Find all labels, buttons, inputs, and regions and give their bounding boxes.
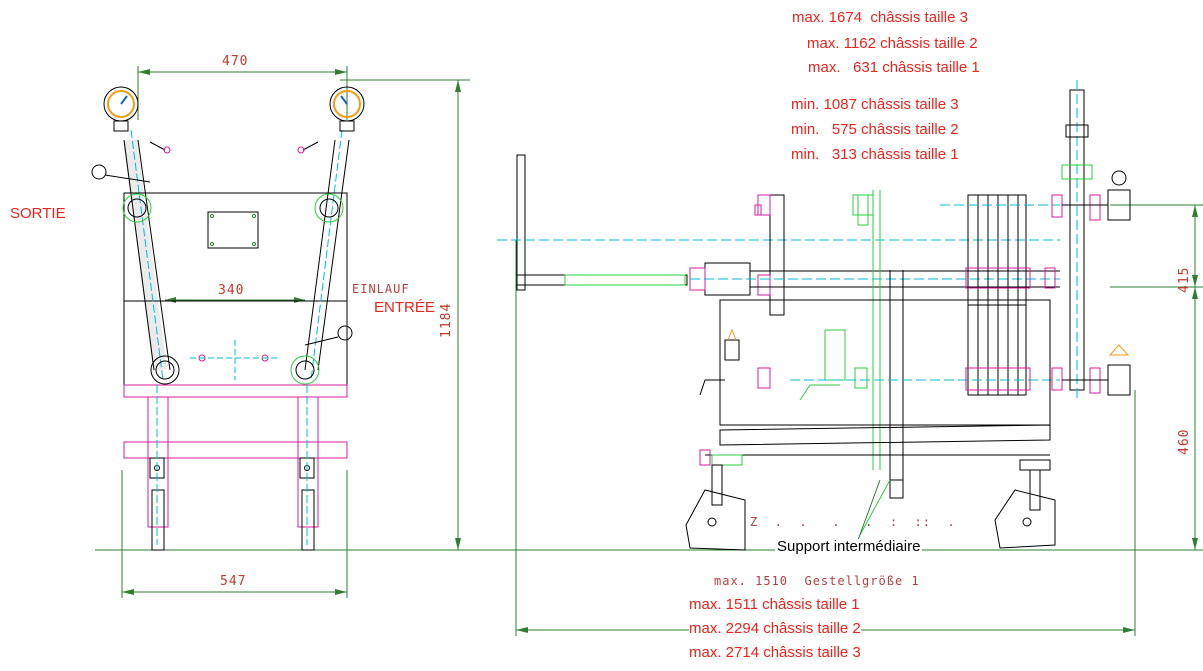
bottom-max-line-2: max. 2294 châssis taille 2 bbox=[689, 620, 861, 637]
top-min-line-3: min. 313 châssis taille 1 bbox=[791, 146, 959, 163]
dim-470: 470 bbox=[222, 54, 249, 69]
gestell-label: max. 1510 Gestellgröße 1 bbox=[714, 574, 920, 588]
bottom-max-line-3: max. 2714 châssis taille 3 bbox=[689, 644, 861, 661]
bottom-max-line-1: max. 1511 châssis taille 1 bbox=[689, 596, 860, 613]
dim-340: 340 bbox=[218, 283, 245, 298]
support-label: Support intermédiaire bbox=[775, 538, 923, 555]
entree-label: ENTRÉE bbox=[374, 299, 435, 316]
dim-415: 415 bbox=[1177, 266, 1192, 293]
top-max-line-1: max. 1674 châssis taille 3 bbox=[792, 9, 968, 26]
top-min-line-1: min. 1087 châssis taille 3 bbox=[791, 96, 959, 113]
sortie-label: SORTIE bbox=[10, 205, 66, 222]
top-max-line-2: max. 1162 châssis taille 2 bbox=[807, 35, 978, 52]
dim-547: 547 bbox=[220, 574, 247, 589]
top-max-line-3: max. 631 châssis taille 1 bbox=[808, 59, 980, 76]
zwischen-label: Z . . . . : :: . bbox=[750, 515, 956, 529]
einlauf-label: EINLAUF bbox=[352, 282, 410, 296]
top-min-line-2: min. 575 châssis taille 2 bbox=[791, 121, 959, 138]
side-view bbox=[497, 80, 1203, 636]
front-view bbox=[91, 66, 470, 598]
dim-460: 460 bbox=[1177, 428, 1192, 455]
dim-1184: 1184 bbox=[439, 302, 454, 338]
